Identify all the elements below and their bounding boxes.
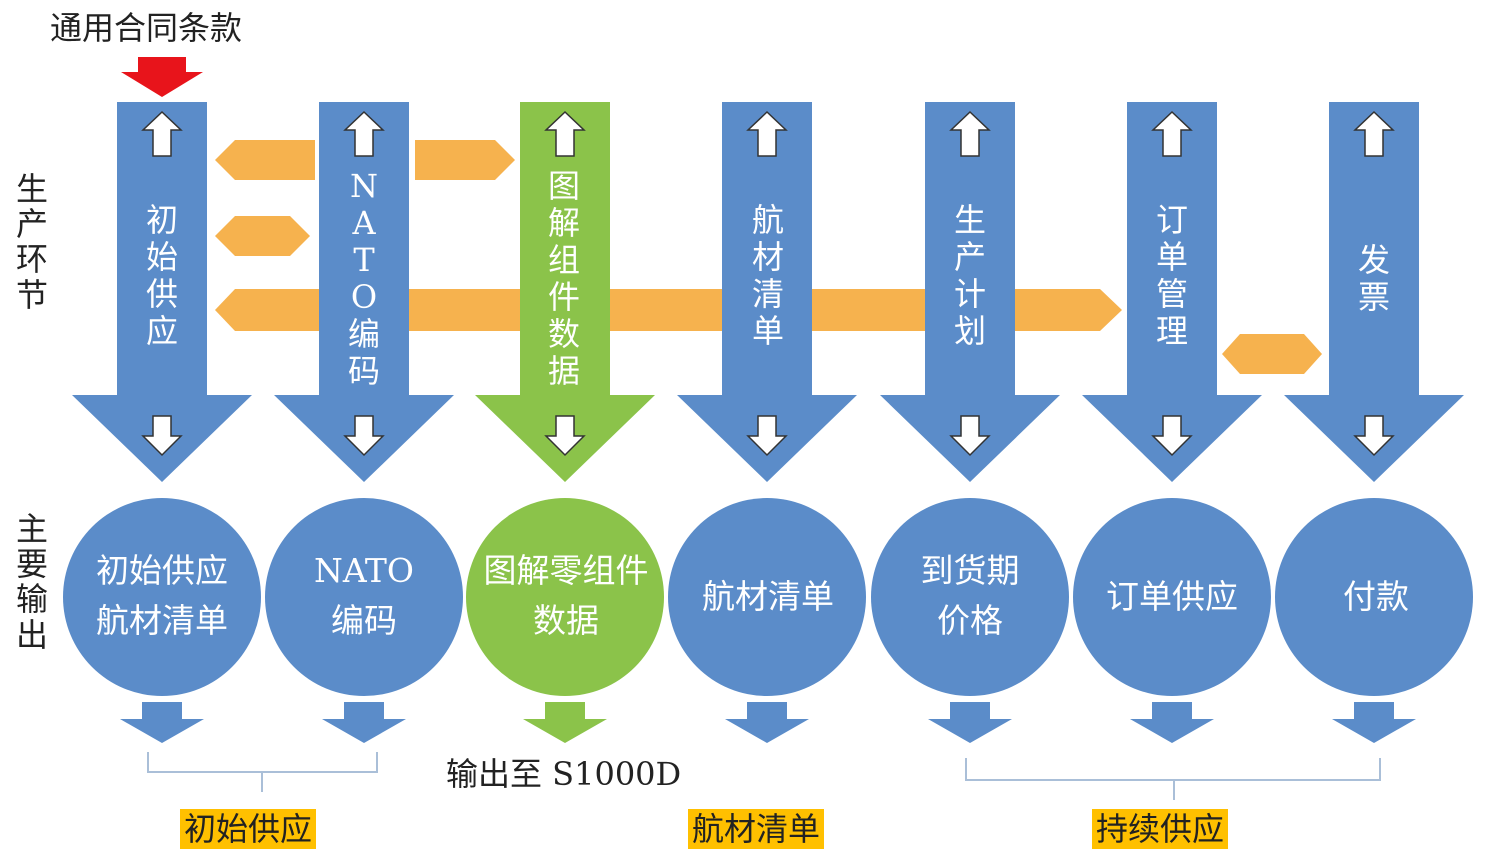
output-note: 输出至 S1000D: [446, 755, 682, 793]
output-label-3: 航材清单: [702, 577, 834, 616]
down-arrow-icon-6: [1353, 415, 1395, 457]
column-arrow-1: [274, 102, 454, 482]
connector-arrow-0: [215, 140, 315, 180]
output-arrow-5: [1130, 702, 1214, 743]
down-arrow-icon-2: [544, 415, 586, 457]
output-circle-3: [668, 498, 866, 696]
output-label-0: 初始供应 航材清单: [96, 551, 228, 640]
up-arrow-icon-2: [544, 110, 586, 157]
group-label-continuous-supply: 持续供应: [1092, 809, 1229, 849]
connector-arrow-4: [1222, 334, 1322, 374]
connector-arrow-3: [215, 289, 1122, 331]
up-arrow-icon-1: [343, 110, 385, 157]
output-label-1: NATO 编码: [314, 551, 414, 640]
column-arrow-2: [475, 102, 655, 482]
output-arrow-3: [725, 702, 809, 743]
group-label-initial-supply: 初始供应: [180, 809, 317, 849]
connector-arrow-2: [215, 216, 310, 256]
output-label-4: 到货期 价格: [920, 551, 1020, 640]
output-arrow-6: [1332, 702, 1416, 743]
output-arrow-1: [322, 702, 406, 743]
column-label-1: N A T O 编 码: [347, 167, 380, 390]
output-circle-0: [63, 498, 261, 696]
input-arrow: [121, 57, 203, 97]
output-arrow-4: [928, 702, 1012, 743]
output-circle-1: [265, 498, 463, 696]
column-label-3: 航 材 清 单: [751, 201, 784, 350]
output-circle-5: [1073, 498, 1271, 696]
column-arrow-6: [1284, 102, 1464, 482]
column-label-4: 生 产 计 划: [953, 201, 986, 350]
connector-arrow-1: [415, 140, 515, 180]
down-arrow-icon-5: [1151, 415, 1193, 457]
down-arrow-icon-4: [949, 415, 991, 457]
column-label-5: 订 单 管 理: [1155, 201, 1188, 350]
output-circle-4: [871, 498, 1069, 696]
column-label-2: 图 解 组 件 数 据: [547, 167, 580, 390]
down-arrow-icon-3: [746, 415, 788, 457]
column-label-0: 初 始 供 应: [145, 201, 178, 350]
up-arrow-icon-3: [746, 110, 788, 157]
up-arrow-icon-5: [1151, 110, 1193, 157]
output-label-2: 图解零组件 数据: [483, 551, 649, 640]
output-label-6: 付款: [1343, 577, 1409, 616]
output-label-5: 订单供应: [1106, 577, 1238, 616]
up-arrow-icon-0: [141, 110, 183, 157]
column-label-6: 发 票: [1357, 241, 1390, 316]
diagram-title: 通用合同条款: [50, 9, 243, 47]
bracket-continuous-supply: [965, 758, 1381, 800]
bracket-initial-supply: [147, 752, 378, 792]
output-arrow-2: [523, 702, 607, 743]
up-arrow-icon-4: [949, 110, 991, 157]
row-label-production: 生 产 环 节: [15, 170, 48, 314]
column-arrow-3: [677, 102, 857, 482]
down-arrow-icon-1: [343, 415, 385, 457]
column-arrow-5: [1082, 102, 1262, 482]
output-circle-6: [1275, 498, 1473, 696]
output-circle-2: [466, 498, 664, 696]
up-arrow-icon-6: [1353, 110, 1395, 157]
down-arrow-icon-0: [141, 415, 183, 457]
row-label-outputs: 主 要 输 出: [15, 510, 48, 654]
output-arrow-0: [120, 702, 204, 743]
column-arrow-4: [880, 102, 1060, 482]
group-label-parts-list: 航材清单: [688, 809, 825, 849]
column-arrow-0: [72, 102, 252, 482]
